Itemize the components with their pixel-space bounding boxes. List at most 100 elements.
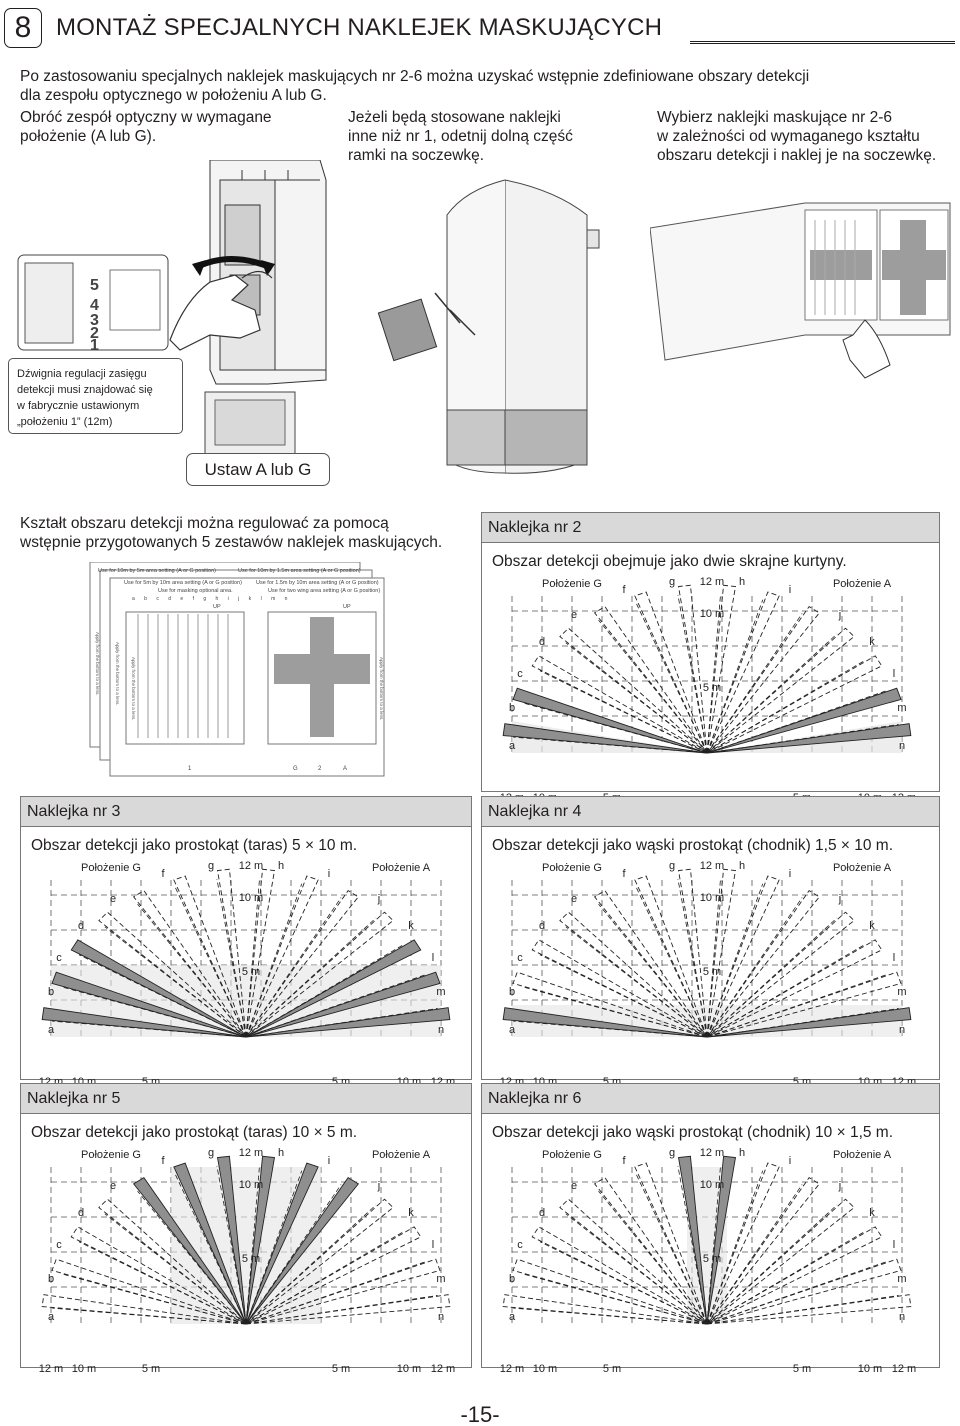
position-a-label: Położenie A xyxy=(833,1149,892,1161)
range-5m-label: 5 m xyxy=(242,966,260,978)
beam-label-j: j xyxy=(838,609,841,621)
scale-5m-right: 5 m xyxy=(793,1363,811,1375)
beam-label-k: k xyxy=(869,920,875,932)
panel-title: Naklejka nr 5 xyxy=(21,1084,471,1114)
beam-label-j: j xyxy=(838,1180,841,1192)
scale-5m-left: 5 m xyxy=(603,1363,621,1375)
beam-label-j: j xyxy=(838,893,841,905)
position-g-label: Położenie G xyxy=(81,1149,141,1161)
range-5m-label: 5 m xyxy=(703,966,721,978)
beam-label-e: e xyxy=(571,609,577,621)
beam-label-m: m xyxy=(436,1273,445,1285)
panel-title: Naklejka nr 2 xyxy=(482,513,939,543)
sheet-line-1: Use for 10m by 5m area setting (A or G p… xyxy=(98,568,216,574)
svg-text:4: 4 xyxy=(90,297,99,314)
beam-label-k: k xyxy=(869,636,875,648)
beam-label-n: n xyxy=(899,1024,905,1036)
range-10m-label: 10 m xyxy=(239,892,263,904)
beam-label-n: n xyxy=(899,740,905,752)
scale-12m-right: 12 m xyxy=(892,1363,916,1375)
beam-label-m: m xyxy=(897,986,906,998)
section-title: MONTAŻ SPECJALNYCH NAKLEJEK MASKUJĄCYCH xyxy=(56,14,663,41)
panel-sticker-6: Naklejka nr 6 Obszar detekcji jako wąski… xyxy=(481,1083,940,1375)
range-10m-label: 10 m xyxy=(700,1179,724,1191)
beam-label-d: d xyxy=(539,1207,545,1219)
panel-desc: Obszar detekcji jako prostokąt (taras) 1… xyxy=(31,1124,358,1141)
beam-label-a: a xyxy=(509,740,516,752)
sheet-line-2: Use for 10m by 1.5m area setting (A or G… xyxy=(238,568,361,574)
beam-label-c: c xyxy=(517,668,523,680)
lens-sticker-illustration xyxy=(650,202,951,379)
position-a-label: Położenie A xyxy=(372,1149,431,1161)
beam-label-f: f xyxy=(161,868,165,880)
beam-label-c: c xyxy=(517,1239,523,1251)
beam-label-a: a xyxy=(509,1024,516,1036)
beam-label-k: k xyxy=(869,1207,875,1219)
range-10m-label: 10 m xyxy=(700,608,724,620)
sheet-side-text-4: Apply from the bottom to a lens. xyxy=(379,657,384,721)
beam-label-c: c xyxy=(56,952,62,964)
beam-label-n: n xyxy=(899,1311,905,1323)
beam-label-h: h xyxy=(739,860,745,872)
lens-frame-illustration xyxy=(377,179,600,474)
beam-label-g: g xyxy=(669,1147,675,1159)
step-2-text: Jeżeli będą stosowane naklejki inne niż … xyxy=(348,109,573,164)
beam-label-f: f xyxy=(161,1155,165,1167)
scale-12m-left: 12 m xyxy=(39,1363,63,1375)
sheet-line-6: Use for two wing area setting (A or G po… xyxy=(268,588,380,594)
panel-sticker-2: Naklejka nr 2 Obszar detekcji obejmuje j… xyxy=(481,512,940,804)
sheet-bottom-2: 2 xyxy=(318,766,322,772)
beam-label-e: e xyxy=(110,1180,116,1192)
beam-label-b: b xyxy=(509,986,515,998)
range-12m-label: 12 m xyxy=(239,860,263,872)
beam-label-g: g xyxy=(208,860,214,872)
intro-line-2: dla zespołu optycznego w położeniu A lub… xyxy=(20,87,327,104)
sheet-letters: a b c d e f g h i j k l m n xyxy=(132,596,291,602)
position-g-label: Położenie G xyxy=(81,862,141,874)
sheet-line-4: Use for 1.5m by 10m area setting (A or G… xyxy=(256,580,379,586)
beam-label-c: c xyxy=(517,952,523,964)
beam-label-b: b xyxy=(48,1273,54,1285)
sheet-line-5: Use for masking optional area. xyxy=(158,588,233,594)
scale-12m-right: 12 m xyxy=(431,1363,455,1375)
beam-label-i: i xyxy=(789,584,791,596)
sheet-line-3: Use for 5m by 10m area setting (A or G p… xyxy=(124,580,242,586)
panel-sticker-4: Naklejka nr 4 Obszar detekcji jako wąski… xyxy=(481,796,940,1088)
position-g-label: Położenie G xyxy=(542,862,602,874)
title-rule xyxy=(690,41,955,44)
sheet-up-left: UP xyxy=(213,604,221,610)
beam-label-f: f xyxy=(622,584,626,596)
svg-text:2: 2 xyxy=(90,325,99,342)
beam-label-g: g xyxy=(669,576,675,588)
range-10m-label: 10 m xyxy=(700,892,724,904)
lever-note: Dźwignia regulacji zasięgu detekcji musi… xyxy=(8,358,183,434)
range-12m-label: 12 m xyxy=(239,1147,263,1159)
range-10m-label: 10 m xyxy=(239,1179,263,1191)
position-a-label: Położenie A xyxy=(833,862,892,874)
range-12m-label: 12 m xyxy=(700,576,724,588)
panel-sticker-5: Naklejka nr 5 Obszar detekcji jako prost… xyxy=(20,1083,472,1375)
panel-desc: Obszar detekcji jako wąski prostokąt (ch… xyxy=(492,837,894,854)
beam-label-n: n xyxy=(438,1024,444,1036)
beam-label-k: k xyxy=(408,1207,414,1219)
sheet-side-text-1: Apply from the bottom to a lens. xyxy=(95,632,100,696)
page-number: -15- xyxy=(460,1402,500,1426)
position-a-label: Położenie A xyxy=(372,862,431,874)
scale-5m-left: 5 m xyxy=(142,1363,160,1375)
shape-text-2: wstępnie przygotowanych 5 zestawów nakle… xyxy=(20,534,443,551)
beam-label-l: l xyxy=(432,1239,434,1251)
sheet-bottom-1: 1 xyxy=(188,766,192,772)
sheet-bottom-g: G xyxy=(293,766,298,772)
beam-label-l: l xyxy=(893,668,895,680)
panel-desc: Obszar detekcji obejmuje jako dwie skraj… xyxy=(492,553,847,570)
panel-title: Naklejka nr 6 xyxy=(482,1084,939,1114)
sticker-sheet-illustration: Use for 10m by 5m area setting (A or G p… xyxy=(89,562,385,777)
beam-label-e: e xyxy=(571,893,577,905)
beam-label-b: b xyxy=(509,702,515,714)
range-5m-label: 5 m xyxy=(703,1253,721,1265)
